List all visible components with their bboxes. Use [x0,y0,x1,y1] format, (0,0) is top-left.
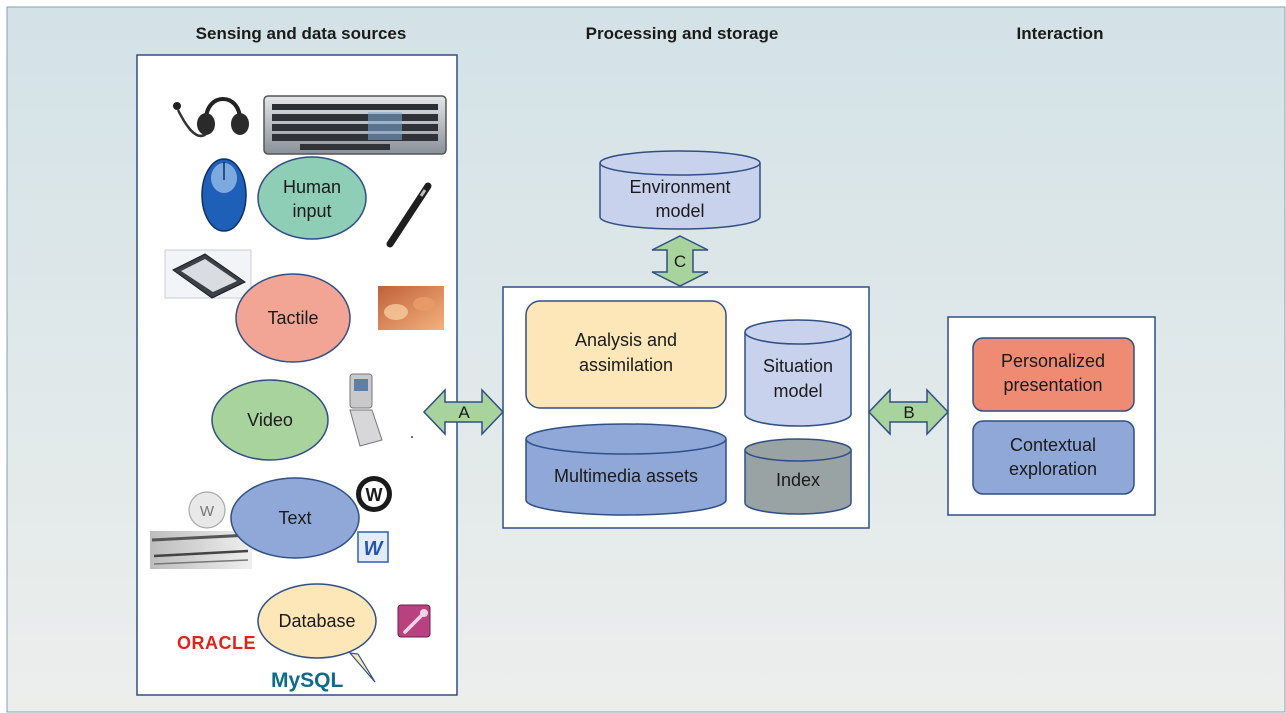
headset-icon [173,97,249,138]
heading-sensing: Sensing and data sources [196,24,407,43]
personalized-label-line2: presentation [1003,375,1102,395]
analysis-assimilation-node: Analysis and assimilation [525,300,727,409]
analysis-label-line1: Analysis and [575,330,677,350]
video-node: Video [211,379,329,461]
word-icon: W [357,531,389,563]
multimedia-assets-node: Multimedia assets [525,423,727,516]
contextual-label-line1: Contextual [1010,435,1096,455]
mouse-icon [201,158,247,232]
database-label: Database [278,611,355,631]
index-node: Index [744,438,852,515]
oracle-logo: ORACLE [177,633,256,653]
environment-model-label-line1: Environment [629,177,730,197]
personalized-label-line1: Personalized [1001,351,1105,371]
heading-interaction: Interaction [1017,24,1104,43]
tactile-label: Tactile [267,308,318,328]
wordpress-icon: W [356,476,392,512]
contextual-exploration-node: Contextual exploration [972,420,1135,495]
personalized-presentation-node: Personalized presentation [972,337,1135,412]
pen-icon [386,182,432,248]
situation-model-label-line1: Situation [763,356,833,376]
index-label: Index [776,470,820,490]
arrow-a-label: A [458,403,470,422]
access-icon [397,604,431,638]
situation-model-label-line2: model [773,381,822,401]
svg-text:W: W [200,503,215,520]
tactile-node: Tactile [235,273,351,363]
arrow-c-label: C [674,252,686,271]
keyboard-icon [263,95,447,155]
svg-text:W: W [364,538,385,560]
environment-model-node: Environment model [599,150,761,230]
analysis-label-line2: assimilation [579,355,673,375]
heading-processing: Processing and storage [586,24,779,43]
tablet-icon [164,249,252,299]
arrow-a: A [422,388,505,436]
phone-icon [349,373,413,447]
human-input-label-line1: Human [283,177,341,197]
arrow-c: C [651,235,709,287]
human-input-label-line2: input [292,201,331,221]
newspaper-icon [150,531,252,569]
text-node: Text [230,477,360,559]
arrow-b-label: B [903,403,914,422]
environment-model-label-line2: model [655,201,704,221]
human-input-node: Human input [257,156,367,240]
mysql-logo: MySQL [271,669,344,692]
database-node: Database [257,583,377,683]
hands-icon [378,286,444,330]
text-label: Text [278,508,311,528]
wikipedia-icon: W [188,491,226,529]
multimedia-assets-label: Multimedia assets [554,466,698,486]
video-label: Video [247,410,293,430]
situation-model-node: Situation model [744,319,852,427]
contextual-label-line2: exploration [1009,459,1097,479]
svg-text:W: W [366,485,383,505]
